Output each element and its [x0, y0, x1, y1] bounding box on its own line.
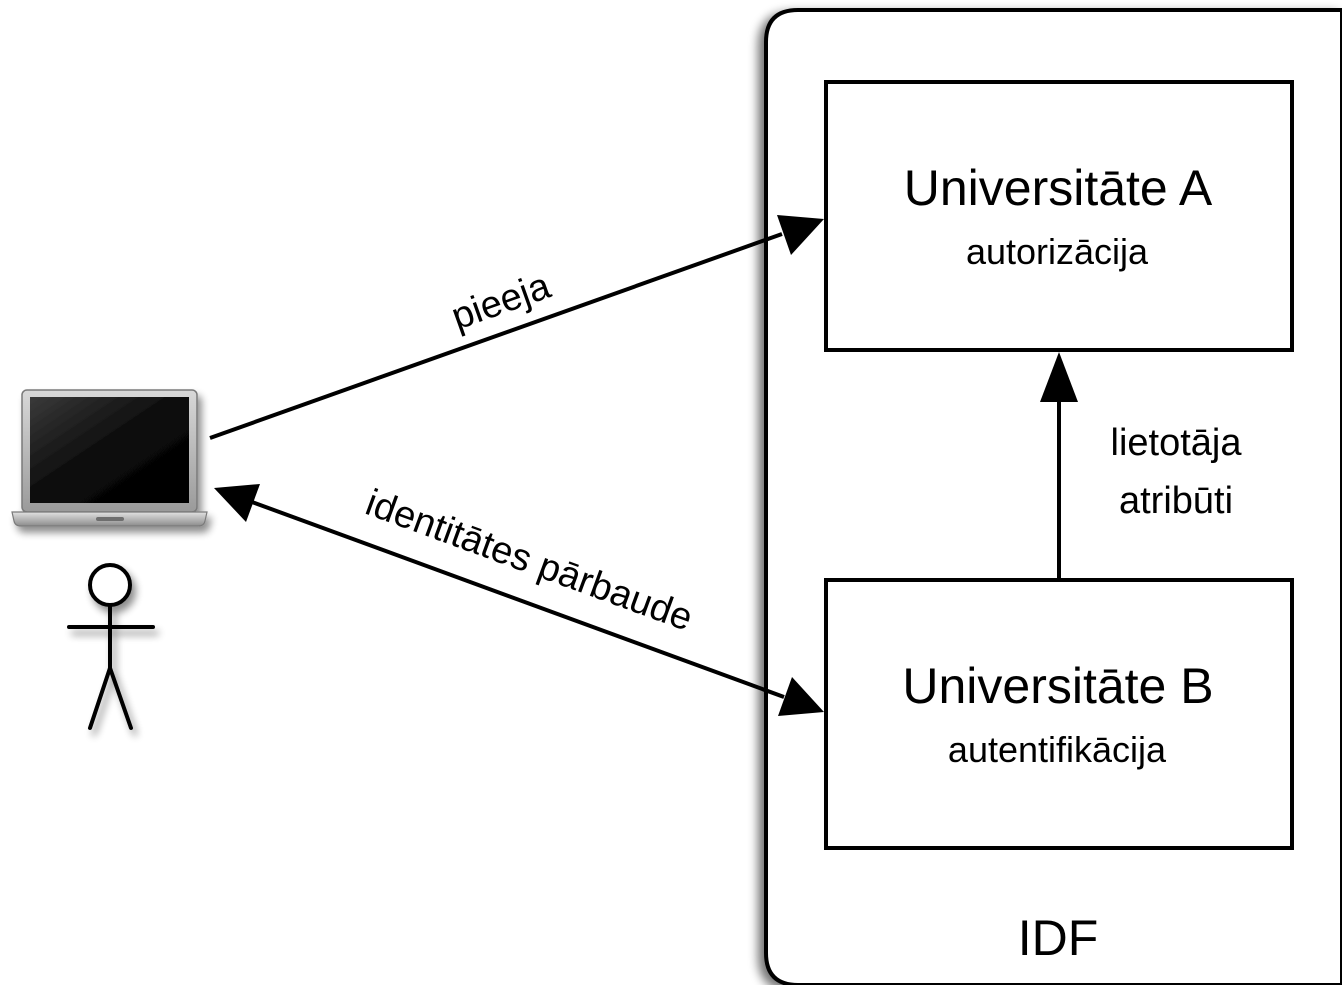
attributes-label-line2: atribūti: [1119, 480, 1233, 522]
identity-check-arrow: [214, 484, 824, 716]
university-b-name: Universitāte B: [902, 658, 1213, 714]
access-label: pieeja: [446, 265, 556, 339]
attributes-label-line1: lietotāja: [1111, 422, 1243, 464]
university-a-name: Universitāte A: [904, 160, 1213, 216]
stick-figure-icon: [67, 563, 155, 730]
laptop-icon: [11, 389, 208, 527]
university-a-box: Universitāte A autorizācija: [824, 80, 1294, 352]
university-a-role: autorizācija: [966, 231, 1149, 272]
university-b-box: Universitāte B autentifikācija: [824, 578, 1294, 850]
idf-label: IDF: [1018, 910, 1099, 966]
access-arrow: [209, 215, 824, 440]
attributes-arrow: [1040, 352, 1078, 580]
university-b-role: autentifikācija: [948, 729, 1167, 770]
